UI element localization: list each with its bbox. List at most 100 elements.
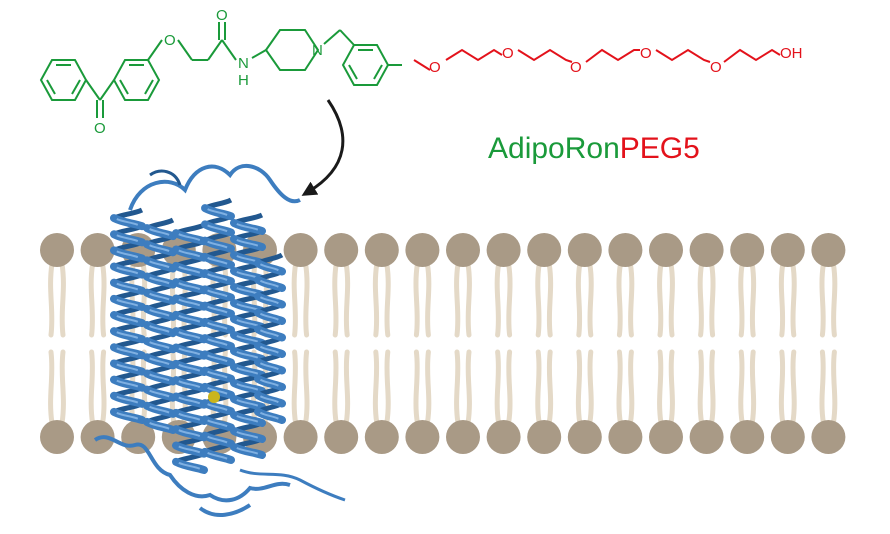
helix-highlight <box>236 415 259 423</box>
lipid-head <box>405 233 440 267</box>
helix-highlight <box>116 363 139 372</box>
helix-highlight <box>178 363 201 372</box>
lipid-tail <box>465 349 472 426</box>
helix-highlight <box>116 379 139 388</box>
helix-highlight <box>178 249 201 258</box>
lipid-head <box>40 420 74 454</box>
helix-highlight <box>207 419 228 428</box>
helix-highlight <box>236 303 259 311</box>
lipid-tail <box>819 349 826 426</box>
lipid-tail <box>627 261 635 338</box>
peg-oxygen-2: O <box>502 45 514 62</box>
lipid-tail <box>668 261 675 338</box>
lipid-tail <box>454 349 461 426</box>
lipid-tail <box>303 349 310 426</box>
lipid-tail <box>657 261 664 338</box>
lipid-tail <box>790 261 797 338</box>
lipid-head <box>730 420 765 454</box>
lipid-tail <box>100 261 107 338</box>
helix-highlight <box>149 325 170 333</box>
helix-highlight <box>178 233 201 241</box>
helix-highlight <box>207 256 228 265</box>
piperidine-nitrogen: N <box>312 42 323 59</box>
helix-highlight <box>259 329 279 338</box>
compound-name-label: AdipoRonPEG5 <box>488 132 700 165</box>
helix-highlight <box>207 435 228 444</box>
lipid-tail <box>140 261 148 338</box>
lipid-tail <box>819 261 826 338</box>
protein-loop-bottom3 <box>198 503 252 517</box>
helix-highlight <box>207 338 228 346</box>
lipid-head <box>567 233 602 267</box>
helix-highlight <box>178 445 201 454</box>
adiporon-structure <box>39 22 402 118</box>
lipid-tail <box>291 349 299 426</box>
helix-highlight <box>149 228 170 236</box>
protein-loop-top <box>128 164 301 211</box>
lipid-tail <box>384 349 391 426</box>
lipid-tail <box>332 349 339 426</box>
lipid-head <box>283 233 318 267</box>
lipid-tail <box>506 261 513 338</box>
helix-highlight <box>259 411 279 420</box>
helix-highlight <box>259 312 279 321</box>
lipid-tail <box>303 261 310 338</box>
amide-oxygen: O <box>216 7 228 24</box>
helix-highlight <box>116 411 139 420</box>
helix-highlight <box>259 279 279 288</box>
helix-highlight <box>207 370 228 379</box>
helix-highlight <box>116 282 139 291</box>
lipid-tail <box>778 261 786 338</box>
lipid-head <box>527 420 562 454</box>
lipid-tail <box>546 349 554 426</box>
lipid-tail <box>709 349 716 426</box>
lipid-head <box>527 233 562 267</box>
helix-highlight <box>116 298 139 307</box>
helix-highlight <box>116 347 139 356</box>
lipid-head <box>405 420 440 454</box>
helix-highlight <box>259 362 279 371</box>
helix-highlight <box>178 331 201 339</box>
lipid-tail <box>709 261 716 338</box>
lipid-head <box>689 420 724 454</box>
protein-loop-bottom2 <box>239 468 346 502</box>
helix-highlight <box>149 260 170 269</box>
lipid-head <box>80 233 115 267</box>
lipid-tail <box>587 349 594 426</box>
helix-highlight <box>207 451 228 460</box>
binding-arrow <box>301 99 345 196</box>
helix-highlight <box>178 265 201 274</box>
lipid-tail <box>790 349 797 426</box>
helix-highlight <box>236 239 259 247</box>
lipid-head <box>649 420 683 454</box>
helix-highlight <box>116 395 139 404</box>
lipid-tail <box>627 349 635 426</box>
lipid-tail <box>48 349 55 426</box>
lipid-tail <box>587 261 594 338</box>
helix-highlight <box>149 292 170 301</box>
helix-highlight <box>149 389 170 398</box>
receptor-protein-ribbon <box>93 164 346 517</box>
helix-highlight <box>236 319 259 327</box>
lipid-tail <box>59 261 66 338</box>
helix-highlight <box>116 315 139 323</box>
helix-highlight <box>236 431 259 439</box>
lipid-tail <box>100 349 107 426</box>
lipid-tail <box>738 349 745 426</box>
peg-oxygen-4: O <box>640 45 652 62</box>
lipid-tail <box>291 261 299 338</box>
lipid-head <box>324 233 359 267</box>
lipid-tail <box>494 349 502 426</box>
lipid-tail <box>697 261 705 338</box>
peg-atom-labels: O O O O O OH <box>429 45 803 76</box>
lipid-tail <box>738 261 745 338</box>
helix-highlight <box>116 250 139 259</box>
helix-highlight <box>207 386 228 395</box>
ketone-oxygen: O <box>94 120 106 137</box>
lipid-tail <box>535 349 542 426</box>
helix-highlight <box>207 240 228 249</box>
helix-highlight <box>116 234 139 242</box>
lipid-tail <box>332 261 339 338</box>
helix-highlight <box>236 223 259 231</box>
